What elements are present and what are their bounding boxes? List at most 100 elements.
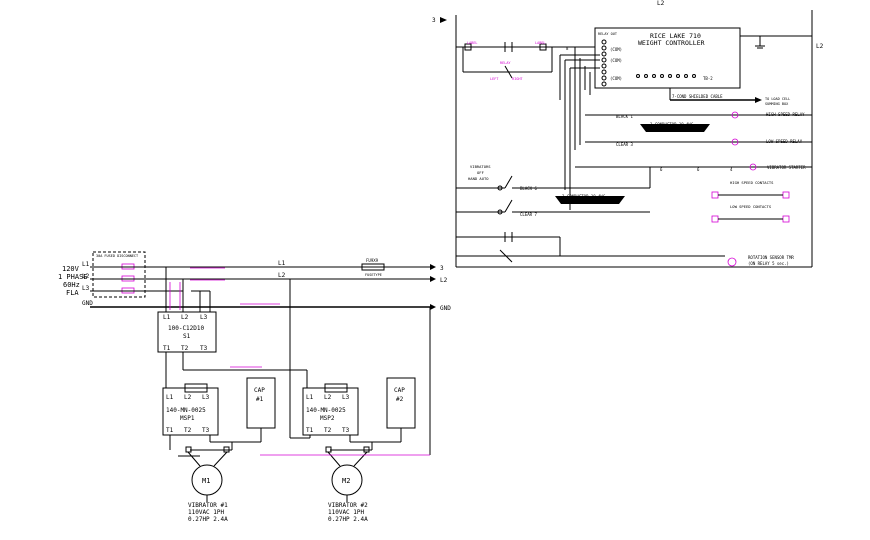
high-speed-relay: HIGH SPEED RELAY [766,112,805,117]
cable-bundle-2 [555,196,625,204]
motor2-tag: M2 [342,477,350,485]
label-tag-1: LABEL [467,41,478,45]
msp1-bot-t3: T3 [202,427,210,434]
msp1-top-l2: L2 [184,394,192,401]
off-label: OFF [477,170,485,175]
supply-l2-label: L2 [82,273,90,280]
msp2-bot-t1: T1 [306,427,314,434]
supply-fla: FLA [66,289,79,297]
high-contacts: HIGH SPEED CONTACTS [730,180,774,185]
msp2-model: 140-MN-0025 [306,407,346,414]
clear-3: CLEAR 3 [616,142,633,147]
starter-top-l1: L1 [163,314,171,321]
low-contacts: LOW SPEED CONTACTS [730,204,772,209]
node-8: 8 [566,46,569,51]
starter-bot-t3: T3 [200,345,208,352]
black-6: BLACK 6 [520,186,537,191]
msp1-tag: MSP1 [180,415,195,422]
control-section: 3 L2 L2 LABEL LABEL RELAY LEFT RIGHT 8 R… [432,0,824,268]
relay-tag-1: RELAY [500,61,511,65]
supply-gnd-label: GND [82,300,93,307]
cap1-box [246,377,276,429]
node-6b: 6 [697,167,700,172]
cap1-tag: #1 [256,396,264,403]
ctrl-top-l2: L2 [657,0,665,7]
cond3-b: 3-CONDUCTOR 18-AWG [562,194,606,199]
msp2-box [302,387,359,436]
supply-voltage: 120V [62,265,80,273]
node-4: 4 [730,167,733,172]
arrow-gnd [430,304,436,310]
msp2-bot-t3: T3 [342,427,350,434]
cap2-tag: #2 [396,396,404,403]
msp2-top-l2: L2 [324,394,332,401]
starter-top-l2: L2 [181,314,189,321]
cap1-label: CAP [254,387,265,394]
cap2-box [386,377,416,429]
motor2-line3: 0.27HP 2.4A [328,516,368,523]
motor1-line3: 0.27HP 2.4A [188,516,228,523]
motor2-line1: VIBRATOR #2 [328,502,368,509]
arrow-l2 [430,276,436,282]
msp1-top-l1: L1 [166,394,174,401]
motor1-line1: VIBRATOR #1 [188,502,228,509]
controller-terminals [601,39,696,87]
msp2-tag: MSP2 [320,415,335,422]
rotation-sub: (ON RELAY 5 sec.) [748,261,789,266]
starter-bot-t1: T1 [163,345,171,352]
relay-out: RELAY OUT [598,32,618,36]
msp2-bot-t2: T2 [324,427,332,434]
starter-tag: S1 [183,333,191,340]
starter-s1 [157,311,217,353]
hand-auto-label: HAND AUTO [468,176,489,181]
supply-l1-label: L1 [82,261,90,268]
to-load-cell: TO LOAD CELL [765,97,790,101]
fused-disconnect [92,251,146,298]
clear-7: CLEAR 7 [520,212,537,217]
cable-label: 7-COND SHIELDED CABLE [672,94,723,99]
controller-title: RICE LAKE 710 [650,32,701,40]
summing-box: SUMMING BOX [765,102,789,106]
msp1-model: 140-MN-0025 [166,407,206,414]
weight-controller [594,27,741,89]
com-3: (COM) [610,76,622,81]
bus-fuse-label: FU9X9 [366,258,379,263]
motor1-line2: 110VAC 1PH [188,509,225,516]
supply-frequency: 60Hz [63,281,80,289]
ctrl-top-3: 3 [432,17,436,24]
right-tag-1: RIGHT [512,77,523,81]
disconnect-label: 30A FUSED DISCONNECT [96,254,139,258]
starter-top-l3: L3 [200,314,208,321]
cable-bundle-1 [640,124,710,132]
ctrl-right-l2: L2 [816,43,824,50]
out-l2-label: L2 [440,277,448,284]
starter-model: 100-C12D10 [168,325,205,332]
cap2-label: CAP [394,387,405,394]
tb-2: TB-2 [703,76,713,81]
msp2-top-l3: L3 [342,394,350,401]
controller-sub: WEIGHT CONTROLLER [638,39,705,47]
cond3-a: 3-CONDUCTOR 18-AWG [650,122,694,127]
node-6a: 6 [660,167,663,172]
label-tag-2: LABEL [535,41,546,45]
black-1: BLACK 1 [616,114,633,119]
msp1-bot-t2: T2 [184,427,192,434]
arrow-3 [430,264,436,270]
starter-bot-t2: T2 [181,345,189,352]
supply-phase: 1 PHASE [58,273,88,281]
supply-l3-label: L3 [82,285,90,292]
msp1-box [162,387,219,436]
msp1-bot-t1: T1 [166,427,174,434]
out-3-label: 3 [440,265,444,272]
rotation-sensor: ROTATION SENSOR TMR [748,255,794,260]
bus-fuse [361,263,385,271]
vibrator-starter: VIBRATOR STARTER [767,165,806,170]
bus-l2-label: L2 [278,272,286,279]
motor1-tag: M1 [202,477,210,485]
com-1: (COM) [610,47,622,52]
power-section: 120V 1 PHASE 60Hz FLA L1 L2 L3 GND 30A F… [58,251,451,523]
bus-fuse-sub: FUSETYPE [365,273,382,277]
left-tag-1: LEFT [490,77,499,81]
motor2-line2: 110VAC 1PH [328,509,365,516]
